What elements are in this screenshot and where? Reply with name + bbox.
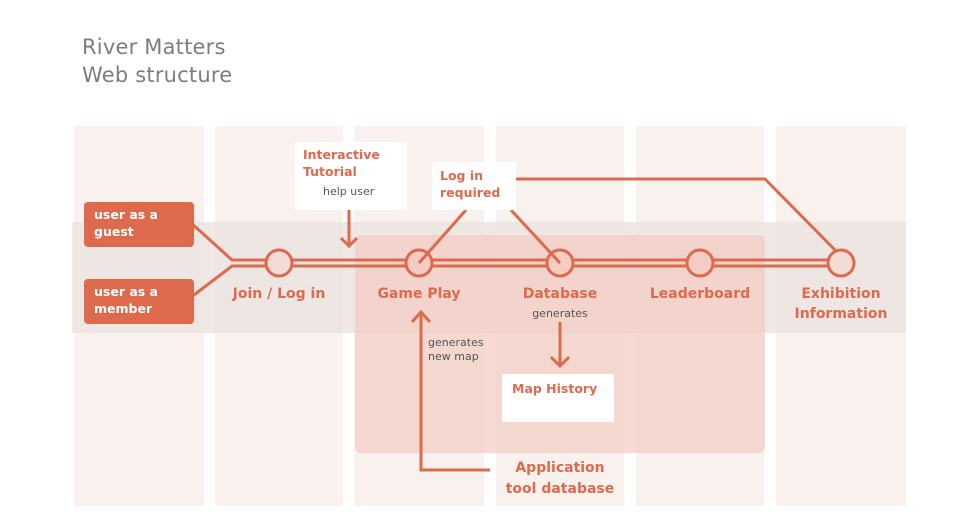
login-to-game-line — [417, 209, 468, 264]
apptool-arrow-head — [410, 309, 432, 324]
login-required-title: Log in required — [440, 168, 501, 200]
title-line-2: Web structure — [82, 63, 233, 87]
leaderboard-label[interactable]: Leaderboard — [649, 286, 751, 302]
diagram-title: River Matters Web structure — [82, 33, 232, 89]
login-to-exhibition-line — [516, 177, 837, 252]
member-flow-line — [189, 264, 850, 300]
game-play-label[interactable]: Game Play — [377, 286, 461, 302]
map-arrow-head — [549, 355, 571, 369]
tutorial-title: Interactive Tutorial — [303, 147, 380, 179]
title-line-1: River Matters — [82, 35, 226, 59]
exhibition-label[interactable]: Exhibition Information — [794, 286, 888, 322]
login-required-callout[interactable]: Log in required — [432, 162, 516, 210]
leaderboard-node — [685, 248, 715, 278]
map-history-title: Map History — [512, 381, 598, 396]
generates-label: generates — [532, 307, 588, 320]
guest-user-label: user as a guest — [94, 207, 158, 239]
member-user-label: user as a member — [94, 284, 158, 316]
guest-user-button[interactable]: user as a guest — [84, 202, 194, 247]
generates-new-map-label: generates new map — [428, 336, 484, 363]
join-label[interactable]: Join / Log in — [232, 286, 326, 302]
guest-flow-line — [188, 220, 850, 262]
tutorial-callout[interactable]: Interactive Tutorial help user — [295, 142, 407, 210]
tutorial-arrow-head — [339, 236, 359, 249]
join-node — [264, 248, 294, 278]
app-tool-database-label[interactable]: Application tool database — [505, 460, 615, 497]
exhibition-node — [826, 248, 856, 278]
tutorial-note: help user — [323, 185, 375, 198]
login-to-database-line — [509, 208, 562, 265]
database-label[interactable]: Database — [522, 286, 598, 302]
member-user-button[interactable]: user as a member — [84, 279, 194, 324]
apptool-to-game-line — [419, 312, 490, 472]
map-history-callout[interactable]: Map History — [502, 374, 614, 422]
